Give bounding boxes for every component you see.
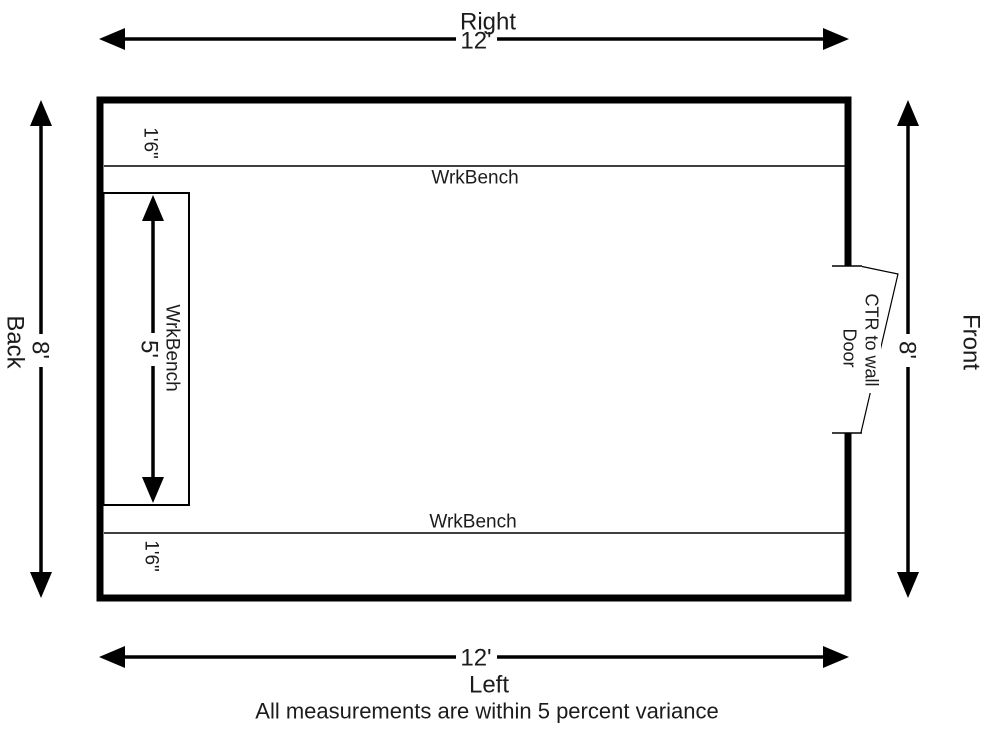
bottom-dim-label-mask bbox=[456, 645, 497, 670]
right-dim-label: 8' bbox=[894, 341, 921, 359]
door-note-label: CTR to wall bbox=[862, 293, 882, 386]
bottom-dim-arrowhead-right bbox=[823, 646, 849, 668]
right-dim-label-mask bbox=[896, 334, 921, 367]
left-bench-label: WrkBench bbox=[161, 304, 182, 391]
right-side-label: Front bbox=[958, 314, 985, 370]
top-dim-label: 12' bbox=[460, 27, 491, 54]
left-bench-arrowhead-bottom bbox=[142, 477, 164, 503]
bottom-side-label: Left bbox=[469, 671, 509, 698]
bottom-dim-arrowhead-left bbox=[99, 646, 125, 668]
variance-note: All measurements are within 5 percent va… bbox=[255, 699, 718, 724]
bench-length-label-mask bbox=[138, 333, 163, 366]
right-dim-arrowhead-top bbox=[897, 100, 919, 126]
door-wall-gap bbox=[843, 266, 854, 433]
top-bench-label: WrkBench bbox=[431, 168, 518, 189]
bottom-dim-label: 12' bbox=[460, 644, 491, 671]
room-outline bbox=[96, 96, 852, 602]
left-dim-label-mask bbox=[29, 334, 54, 367]
left-side-label: Back bbox=[2, 315, 29, 369]
top-bench-depth-label: 1'6" bbox=[139, 127, 160, 159]
left-dim-arrowhead-bottom bbox=[30, 572, 52, 598]
bottom-bench-label: WrkBench bbox=[429, 512, 516, 533]
top-dim-label-mask bbox=[456, 27, 497, 52]
top-side-label: Right bbox=[460, 8, 516, 35]
left-dim-arrowhead-top bbox=[30, 100, 52, 126]
top-dim-arrowhead-right bbox=[823, 28, 849, 50]
door-label: Door bbox=[840, 328, 860, 367]
left-bench-rect bbox=[102, 192, 190, 506]
top-dim-arrowhead-left bbox=[99, 28, 125, 50]
left-bench-length-label: 5' bbox=[136, 340, 163, 358]
bottom-bench-depth-label: 1'6" bbox=[140, 540, 161, 572]
left-bench-arrowhead-top bbox=[142, 195, 164, 221]
door-note-label-mask bbox=[862, 288, 881, 393]
left-dim-label: 8' bbox=[27, 341, 54, 359]
right-dim-arrowhead-bottom bbox=[897, 572, 919, 598]
